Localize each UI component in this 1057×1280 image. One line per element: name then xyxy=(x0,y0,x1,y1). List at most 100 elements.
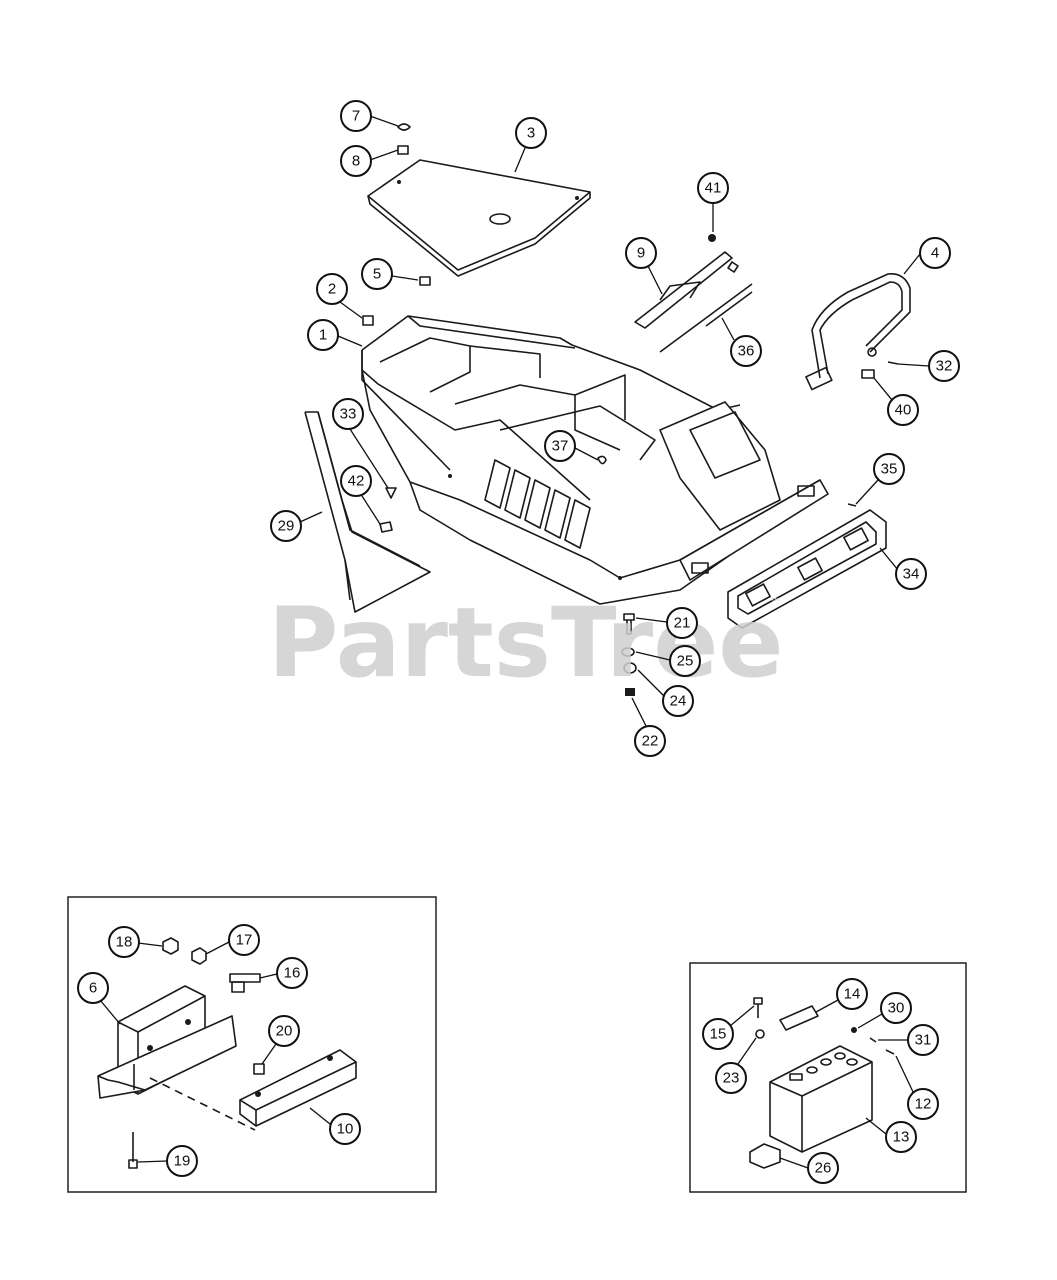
svg-text:32: 32 xyxy=(936,358,953,375)
callout-15: 15 xyxy=(702,1005,755,1050)
callout-21: 21 xyxy=(635,607,698,639)
washer-17 xyxy=(191,947,207,965)
svg-text:23: 23 xyxy=(723,1070,740,1087)
callout-9: 9 xyxy=(625,237,663,295)
callout-19: 19 xyxy=(137,1145,198,1177)
callout-12: 12 xyxy=(895,1055,939,1120)
callout-37: 37 xyxy=(544,430,599,462)
dashed-path xyxy=(149,1077,256,1131)
callout-29: 29 xyxy=(270,510,323,542)
battery-13 xyxy=(769,1045,873,1153)
svg-text:25: 25 xyxy=(677,653,694,670)
svg-text:8: 8 xyxy=(352,153,360,170)
boot-26 xyxy=(749,1143,781,1169)
callout-3: 3 xyxy=(514,117,547,173)
callout-4: 4 xyxy=(903,237,951,275)
svg-text:29: 29 xyxy=(278,518,295,535)
handle-4 xyxy=(805,272,911,391)
svg-text:42: 42 xyxy=(348,473,365,490)
svg-text:20: 20 xyxy=(276,1023,293,1040)
svg-text:22: 22 xyxy=(642,733,659,750)
inset-right: 14 30 15 31 23 12 13 26 xyxy=(689,962,967,1193)
bolt-12 xyxy=(885,1049,895,1055)
callout-10: 10 xyxy=(309,1107,361,1145)
svg-text:12: 12 xyxy=(915,1096,932,1113)
callout-22: 22 xyxy=(631,697,666,757)
bolt-19 xyxy=(128,1132,138,1169)
svg-text:18: 18 xyxy=(116,934,133,951)
svg-text:2: 2 xyxy=(328,281,336,298)
hardware-stack xyxy=(621,613,637,696)
strap-14 xyxy=(779,1005,819,1031)
bushing-5 xyxy=(419,276,431,286)
nut-30 xyxy=(851,1027,857,1033)
svg-text:15: 15 xyxy=(710,1026,727,1043)
callout-8: 8 xyxy=(340,145,399,177)
nut-42 xyxy=(379,521,393,533)
callout-40: 40 xyxy=(873,377,919,426)
inset-left: 18 17 16 6 20 10 19 xyxy=(67,896,437,1193)
callout-23: 23 xyxy=(715,1037,757,1094)
svg-text:33: 33 xyxy=(340,406,357,423)
callout-6: 6 xyxy=(77,972,121,1025)
body-tub xyxy=(361,315,829,605)
svg-text:6: 6 xyxy=(89,980,97,997)
svg-text:24: 24 xyxy=(670,693,687,710)
svg-text:3: 3 xyxy=(527,125,535,142)
inset-left-frame xyxy=(67,896,437,1193)
callout-20: 20 xyxy=(261,1015,300,1065)
callout-35: 35 xyxy=(855,453,905,505)
clip-37 xyxy=(597,455,607,465)
callout-1: 1 xyxy=(307,319,363,351)
rod-36 xyxy=(659,283,753,353)
svg-text:34: 34 xyxy=(903,566,920,583)
main-callouts: 7 8 3 41 9 4 5 2 xyxy=(270,100,960,757)
callout-24: 24 xyxy=(637,669,694,717)
screw-15 xyxy=(753,997,763,1018)
svg-text:30: 30 xyxy=(888,1000,905,1017)
svg-text:1: 1 xyxy=(319,327,327,344)
svg-text:19: 19 xyxy=(174,1153,191,1170)
svg-text:9: 9 xyxy=(637,245,645,262)
vent-slots xyxy=(484,459,591,549)
rear-plate-34 xyxy=(727,509,887,629)
svg-text:37: 37 xyxy=(552,438,569,455)
cover-panel xyxy=(367,159,591,277)
callout-41: 41 xyxy=(697,172,729,232)
callout-34: 34 xyxy=(879,547,927,590)
svg-text:14: 14 xyxy=(844,986,861,1003)
callout-18: 18 xyxy=(108,926,163,958)
svg-text:5: 5 xyxy=(373,266,381,283)
callout-30: 30 xyxy=(857,992,912,1029)
callout-13: 13 xyxy=(865,1117,917,1153)
callout-14: 14 xyxy=(815,978,868,1013)
callout-17: 17 xyxy=(205,924,260,956)
callout-25: 25 xyxy=(635,645,701,677)
svg-text:13: 13 xyxy=(893,1129,910,1146)
nut-18 xyxy=(162,937,179,955)
callout-31: 31 xyxy=(878,1024,939,1056)
callout-33: 33 xyxy=(332,398,389,489)
callout-42: 42 xyxy=(340,465,381,525)
callout-16: 16 xyxy=(259,957,308,989)
bushing-2 xyxy=(362,315,374,326)
watermark-trademark: ™ xyxy=(770,596,781,609)
svg-text:41: 41 xyxy=(705,180,722,197)
svg-text:36: 36 xyxy=(738,343,755,360)
bolt-33 xyxy=(385,487,397,499)
nut-20 xyxy=(253,1063,265,1075)
fastener-7-8 xyxy=(397,123,411,155)
callout-2: 2 xyxy=(316,273,363,319)
side-panel-29 xyxy=(304,411,431,613)
watermark: PartsTree xyxy=(268,587,783,699)
svg-text:4: 4 xyxy=(931,245,939,262)
screw-35 xyxy=(847,503,857,507)
callout-26: 26 xyxy=(779,1152,839,1184)
callout-5: 5 xyxy=(361,258,419,290)
callout-32: 32 xyxy=(897,350,960,382)
pin-32 xyxy=(887,361,899,365)
callout-36: 36 xyxy=(721,317,762,367)
svg-text:40: 40 xyxy=(895,402,912,419)
callout-7: 7 xyxy=(340,100,399,132)
